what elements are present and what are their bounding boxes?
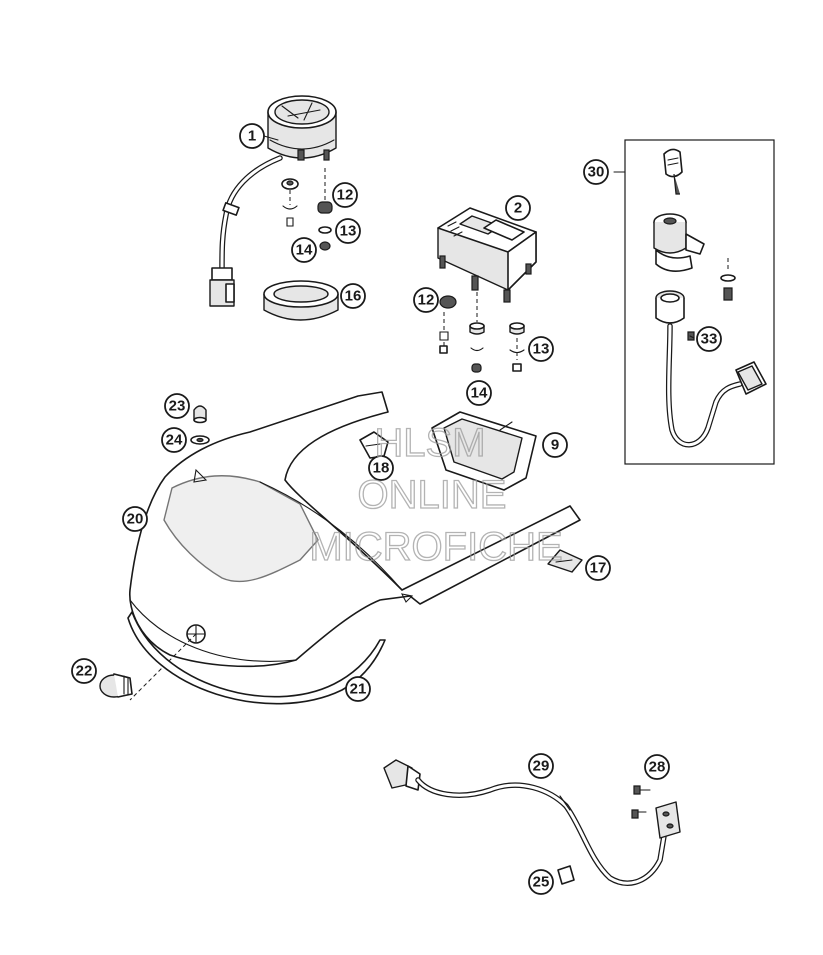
part-display-unit xyxy=(437,207,537,303)
ignition-group-frame xyxy=(624,139,775,465)
svg-text:14: 14 xyxy=(296,242,313,259)
part-ignition-switch xyxy=(653,148,767,448)
callout-28: 28 xyxy=(644,754,670,780)
leader-lines xyxy=(263,135,695,339)
callout-18: 18 xyxy=(368,455,394,481)
svg-text:21: 21 xyxy=(350,681,367,698)
part-cable-clip xyxy=(557,865,575,885)
callout-9: 9 xyxy=(542,432,568,458)
callout-25: 25 xyxy=(528,869,554,895)
callout-16: 16 xyxy=(340,283,366,309)
svg-text:24: 24 xyxy=(166,432,183,449)
svg-text:ONLINE: ONLINE xyxy=(358,473,507,517)
callout-14b: 14 xyxy=(466,380,492,406)
part-sensor-cable xyxy=(383,759,681,886)
callout-12b: 12 xyxy=(413,287,439,313)
callout-23: 23 xyxy=(164,393,190,419)
part-display-hardware xyxy=(439,292,525,373)
svg-text:28: 28 xyxy=(649,759,666,776)
watermark: HLSM ONLINE MICROFICHE xyxy=(309,420,564,569)
callout-33: 33 xyxy=(696,326,722,352)
callout-30: 30 xyxy=(583,159,609,185)
callout-29: 29 xyxy=(528,753,554,779)
svg-text:20: 20 xyxy=(127,511,144,528)
svg-text:30: 30 xyxy=(588,164,605,181)
part-trim xyxy=(127,611,386,705)
svg-text:23: 23 xyxy=(169,398,186,415)
callout-12a: 12 xyxy=(332,182,358,208)
part-fairing xyxy=(129,391,581,701)
svg-text:16: 16 xyxy=(345,288,362,305)
svg-text:MICROFICHE: MICROFICHE xyxy=(309,525,562,569)
part-cap-nut xyxy=(190,405,210,445)
callout-20: 20 xyxy=(122,506,148,532)
svg-text:2: 2 xyxy=(514,200,522,217)
callout-13a: 13 xyxy=(335,218,361,244)
svg-text:13: 13 xyxy=(340,223,357,240)
callout-22: 22 xyxy=(71,658,97,684)
callout-1: 1 xyxy=(239,123,265,149)
svg-text:9: 9 xyxy=(551,437,559,454)
part-gauge xyxy=(209,95,337,307)
callout-14a: 14 xyxy=(291,237,317,263)
svg-text:1: 1 xyxy=(248,128,256,145)
callout-2: 2 xyxy=(505,195,531,221)
part-bracket xyxy=(547,549,583,573)
part-plug xyxy=(99,673,133,698)
svg-text:17: 17 xyxy=(590,560,607,577)
svg-text:18: 18 xyxy=(373,460,390,477)
callout-21: 21 xyxy=(345,676,371,702)
svg-text:HLSM: HLSM xyxy=(374,421,485,465)
svg-text:25: 25 xyxy=(533,874,550,891)
svg-text:33: 33 xyxy=(701,331,718,348)
svg-text:12: 12 xyxy=(337,187,354,204)
part-ring xyxy=(263,280,339,321)
part-gauge-hardware xyxy=(281,168,333,251)
svg-text:14: 14 xyxy=(471,385,488,402)
svg-text:22: 22 xyxy=(76,663,93,680)
part-clip xyxy=(359,431,389,459)
svg-text:29: 29 xyxy=(533,758,550,775)
callout-17: 17 xyxy=(585,555,611,581)
callout-24: 24 xyxy=(161,427,187,453)
svg-text:12: 12 xyxy=(418,292,435,309)
callout-13b: 13 xyxy=(528,336,554,362)
svg-text:13: 13 xyxy=(533,341,550,358)
part-cradle xyxy=(431,411,537,491)
